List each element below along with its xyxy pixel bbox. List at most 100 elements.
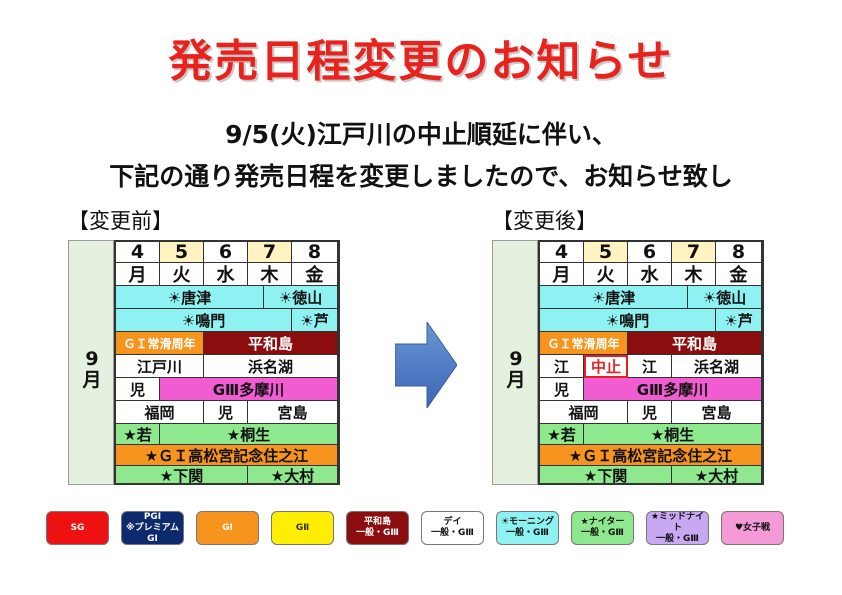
race-ashiya: ☀芦 xyxy=(716,309,762,332)
subtitle-line-1: 9/5(火)江戸川の中止順延に伴い、 xyxy=(225,120,617,149)
legend-line1: デイ xyxy=(443,517,462,527)
day-header-8: 8 xyxy=(292,242,338,263)
day-header-4: 4 xyxy=(116,242,160,263)
legend-line2: 一般・GⅢ xyxy=(356,528,399,538)
subtitle-line-2: 下記の通り発売日程を変更しましたので、お知らせ致し xyxy=(109,162,733,191)
race-tamagawa: GⅢ多摩川 xyxy=(160,378,338,401)
after-label: 【変更後】 xyxy=(492,209,597,233)
month-number: 9 xyxy=(85,348,99,370)
legend-line2: ※プレミアムGⅠ xyxy=(125,522,180,544)
race-omura: ★大村 xyxy=(672,466,762,483)
month-label: 9 月 xyxy=(69,349,115,391)
race-edogawa-day1: 江 xyxy=(540,355,584,378)
legend-line2: 一般・GⅢ xyxy=(581,528,624,538)
day-header-8: 8 xyxy=(716,242,762,263)
schedule-grid: 4 5 6 7 8 月 火 水 木 金 ☀唐津 ☀徳山 ☀鳴門 ☀芦 ＧＩ常滑周… xyxy=(114,240,340,485)
right-arrow-icon xyxy=(395,322,457,408)
race-omura: ★大村 xyxy=(248,466,338,483)
race-ashiya: ☀芦 xyxy=(292,309,338,332)
legend-line1: GⅠ xyxy=(222,522,233,533)
schedule-before: 9 月 4 5 6 7 8 月 火 水 木 金 ☀唐津 ☀徳山 ☀鳴門 ☀芦 Ｇ… xyxy=(68,240,340,485)
day-header-5: 5 xyxy=(160,242,204,263)
race-suminoe-g1: ★ＧＩ高松宮記念住之江 xyxy=(540,445,762,466)
legend-line1: ☀モーニング xyxy=(500,517,555,527)
race-tokuyama: ☀徳山 xyxy=(688,286,762,309)
race-kiryu: ★桐生 xyxy=(160,424,338,445)
race-miyajima: 宮島 xyxy=(672,401,762,424)
race-naruto: ☀鳴門 xyxy=(116,309,292,332)
legend-g1: GⅠ xyxy=(196,511,259,545)
day-header-7: 7 xyxy=(248,242,292,263)
weekday-header: 火 xyxy=(160,263,204,286)
legend-line1: ★ナイター xyxy=(580,517,625,527)
day-header-7: 7 xyxy=(672,242,716,263)
race-tokoname-g1: ＧＩ常滑周年 xyxy=(116,332,204,355)
weekday-header: 木 xyxy=(672,263,716,286)
legend-sg: SG xyxy=(46,511,109,545)
race-tamagawa: GⅢ多摩川 xyxy=(584,378,762,401)
legend-line2: 一般・GⅢ xyxy=(506,528,549,538)
weekday-header: 木 xyxy=(248,263,292,286)
race-kojima: 児 xyxy=(540,378,584,401)
month-unit: 月 xyxy=(506,369,526,391)
race-heiwajima: 平和島 xyxy=(204,332,338,355)
month-unit: 月 xyxy=(82,369,102,391)
weekday-header: 水 xyxy=(204,263,248,286)
legend-heiwajima: 平和島一般・GⅢ xyxy=(346,511,409,545)
race-edogawa-day3: 江 xyxy=(628,355,672,378)
month-number: 9 xyxy=(509,348,523,370)
weekday-header: 金 xyxy=(292,263,338,286)
race-tokoname-g1: ＧＩ常滑周年 xyxy=(540,332,628,355)
race-kojima-2: 児 xyxy=(204,401,248,424)
legend-line1: ★ミッドナイト xyxy=(650,511,705,533)
day-header-4: 4 xyxy=(540,242,584,263)
schedule-after: 9 月 4 5 6 7 8 月 火 水 木 金 ☀唐津 ☀徳山 ☀鳴門 ☀芦 Ｇ… xyxy=(492,240,764,485)
race-shimonoseki: ★下関 xyxy=(116,466,248,483)
legend-line1: SG xyxy=(70,522,85,533)
weekday-header: 水 xyxy=(628,263,672,286)
legend-morning: ☀モーニング一般・GⅢ xyxy=(496,511,559,545)
schedule-grid: 4 5 6 7 8 月 火 水 木 金 ☀唐津 ☀徳山 ☀鳴門 ☀芦 ＧＩ常滑周… xyxy=(538,240,764,485)
legend-women: ♥女子戦 xyxy=(721,511,784,545)
weekday-header: 金 xyxy=(716,263,762,286)
race-fukuoka: 福岡 xyxy=(116,401,204,424)
legend-midnight: ★ミッドナイト一般・GⅢ xyxy=(646,511,709,545)
legend-line1: PGⅠ xyxy=(143,511,162,522)
month-label: 9 月 xyxy=(493,349,539,391)
day-header-6: 6 xyxy=(628,242,672,263)
race-karatsu: ☀唐津 xyxy=(540,286,688,309)
race-suminoe-g1: ★ＧＩ高松宮記念住之江 xyxy=(116,445,338,466)
weekday-header: 月 xyxy=(116,263,160,286)
weekday-header: 火 xyxy=(584,263,628,286)
day-header-6: 6 xyxy=(204,242,248,263)
race-kiryu: ★桐生 xyxy=(584,424,762,445)
race-edogawa-cancelled: 中止 xyxy=(584,355,628,378)
race-hamanako: 浜名湖 xyxy=(672,355,762,378)
race-shimonoseki: ★下関 xyxy=(540,466,672,483)
page-title: 発売日程変更のお知らせ xyxy=(168,36,674,87)
race-wakamatsu: ★若 xyxy=(116,424,160,445)
legend-pg1: PGⅠ※プレミアムGⅠ xyxy=(121,511,184,545)
weekday-header: 月 xyxy=(540,263,584,286)
legend-line1: GⅡ xyxy=(295,522,310,533)
legend-g2: GⅡ xyxy=(271,511,334,545)
race-karatsu: ☀唐津 xyxy=(116,286,264,309)
race-kojima-2: 児 xyxy=(628,401,672,424)
day-header-5: 5 xyxy=(584,242,628,263)
legend-line1: ♥女子戦 xyxy=(734,522,771,533)
race-tokuyama: ☀徳山 xyxy=(264,286,338,309)
month-column: 9 月 xyxy=(492,240,538,485)
race-miyajima: 宮島 xyxy=(248,401,338,424)
legend-line2: 一般・GⅢ xyxy=(656,533,699,544)
race-edogawa: 江戸川 xyxy=(116,355,204,378)
race-hamanako: 浜名湖 xyxy=(204,355,338,378)
race-fukuoka: 福岡 xyxy=(540,401,628,424)
month-column: 9 月 xyxy=(68,240,114,485)
legend-nighter: ★ナイター一般・GⅢ xyxy=(571,511,634,545)
race-heiwajima: 平和島 xyxy=(628,332,762,355)
race-kojima: 児 xyxy=(116,378,160,401)
race-naruto: ☀鳴門 xyxy=(540,309,716,332)
race-wakamatsu: ★若 xyxy=(540,424,584,445)
legend-line1: 平和島 xyxy=(363,517,391,527)
before-label: 【変更前】 xyxy=(68,209,173,233)
